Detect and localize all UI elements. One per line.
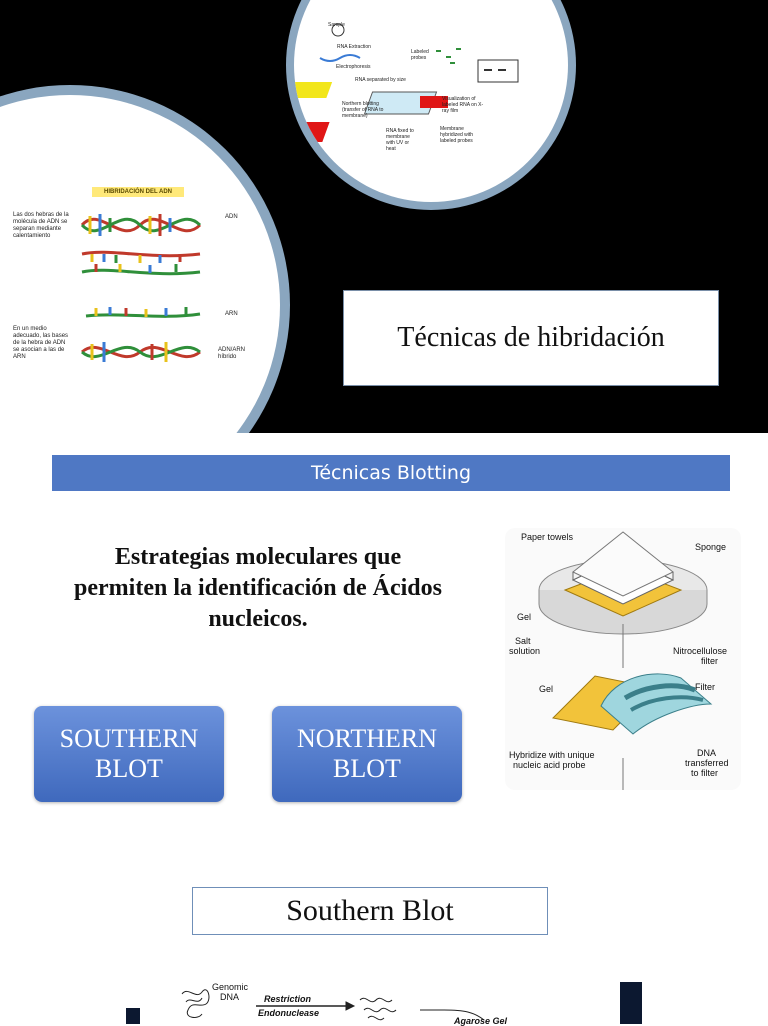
slide-hibridacion: HIBRIDACIÓN DEL ADN Las dos hebras de la…: [0, 0, 768, 433]
label-genomic: Genomic: [212, 982, 249, 992]
helix-hibrido: [81, 342, 201, 362]
northern-blot-button[interactable]: NORTHERN BLOT: [272, 706, 462, 802]
flow-electrophoresis: Electrophoresis: [336, 64, 371, 70]
label-hybridize-2: nucleic acid probe: [513, 760, 586, 770]
label-salt-2: solution: [509, 646, 541, 656]
slide-title: Técnicas de hibridación: [397, 322, 665, 353]
diagram-edge-left: [126, 1008, 140, 1024]
flow-membrane-hybridized: Membrane hybridized with labeled probes: [440, 126, 474, 144]
northern-line-1: NORTHERN: [297, 724, 437, 753]
flow-northern-blotting: Northern blotting (transfer of RNA to me…: [342, 101, 384, 119]
label-restriction: Restriction: [264, 994, 312, 1004]
flow-labeled-probes: Labeled probes: [411, 49, 429, 61]
label-nitro-2: filter: [701, 656, 719, 666]
label-agarose-gel: Agarose Gel: [454, 1016, 508, 1026]
flow-sample: Sample: [328, 22, 345, 28]
blotting-apparatus-figure: Paper towels Sponge Gel Salt solution Ni…: [505, 528, 741, 790]
tag-arn: ARN: [225, 311, 238, 317]
tag-adn: ADN: [225, 214, 238, 220]
southern-title: Southern Blot: [286, 894, 454, 927]
strategy-line-3: nucleicos.: [208, 606, 308, 632]
section-banner: Técnicas Blotting: [52, 455, 730, 491]
flow-separated: RNA separated by size: [355, 77, 406, 83]
label-filter: Filter: [695, 682, 715, 692]
slide-title-box: Técnicas de hibridación: [343, 290, 719, 386]
southern-diagram-illustration: [181, 989, 485, 1021]
label-dna-2: transferred: [685, 758, 729, 768]
label-gel-2: Gel: [539, 684, 554, 694]
label-sponge: Sponge: [695, 542, 727, 552]
strategy-text: Estrategias moleculares que permiten la …: [28, 542, 488, 635]
label-dna: DNA: [220, 992, 240, 1002]
strategy-line-1: Estrategias moleculares que: [114, 544, 402, 570]
dna-note-top: Las dos hebras de la molécula de ADN se …: [13, 212, 69, 239]
strategy-line-2: permiten la identificación de Ácidos: [74, 575, 442, 601]
northern-flow-illustration: [294, 23, 519, 142]
southern-line-2: BLOT: [95, 754, 163, 783]
label-salt-1: Salt: [515, 636, 531, 646]
helix-adn: [80, 214, 202, 236]
southern-blot-button[interactable]: SOUTHERN BLOT: [34, 706, 224, 802]
southern-diagram-strip: Genomic DNA Restriction Endonuclease Aga…: [128, 980, 642, 1026]
label-paper-towels: Paper towels: [521, 532, 574, 542]
flow-visualization: Visualization of labeled RNA on X-ray fi…: [442, 96, 484, 114]
flow-rna-fixed: RNA fixed to membrane with UV or heat: [386, 128, 414, 152]
separated-strands: [81, 250, 201, 276]
label-dna-3: to filter: [691, 768, 719, 778]
dna-diagram-title: HIBRIDACIÓN DEL ADN: [92, 187, 184, 197]
label-hybridize-1: Hybridize with unique: [509, 750, 595, 760]
northern-line-2: BLOT: [333, 754, 401, 783]
northern-flow-figure: [294, 0, 568, 202]
southern-title-box: Southern Blot: [192, 887, 548, 935]
label-endonuclease: Endonuclease: [258, 1008, 320, 1018]
label-nitro-1: Nitrocellulose: [673, 646, 728, 656]
arn-strand: [85, 307, 201, 318]
blotting-apparatus-illustration: [538, 531, 713, 790]
label-dna-1: DNA: [697, 748, 717, 758]
dna-note-bottom: En un medio adecuado, las bases de la he…: [13, 326, 69, 360]
diagram-edge-right: [620, 982, 642, 1024]
flow-rna-extraction: RNA Extraction: [337, 44, 371, 50]
banner-title: Técnicas Blotting: [310, 462, 472, 484]
dna-hybridization-figure: [0, 95, 280, 433]
southern-line-1: SOUTHERN: [59, 724, 199, 753]
dna-helix-illustration: [80, 214, 202, 362]
tag-hibrido: ADN/ARN híbrido: [218, 347, 246, 360]
label-gel: Gel: [517, 612, 532, 622]
